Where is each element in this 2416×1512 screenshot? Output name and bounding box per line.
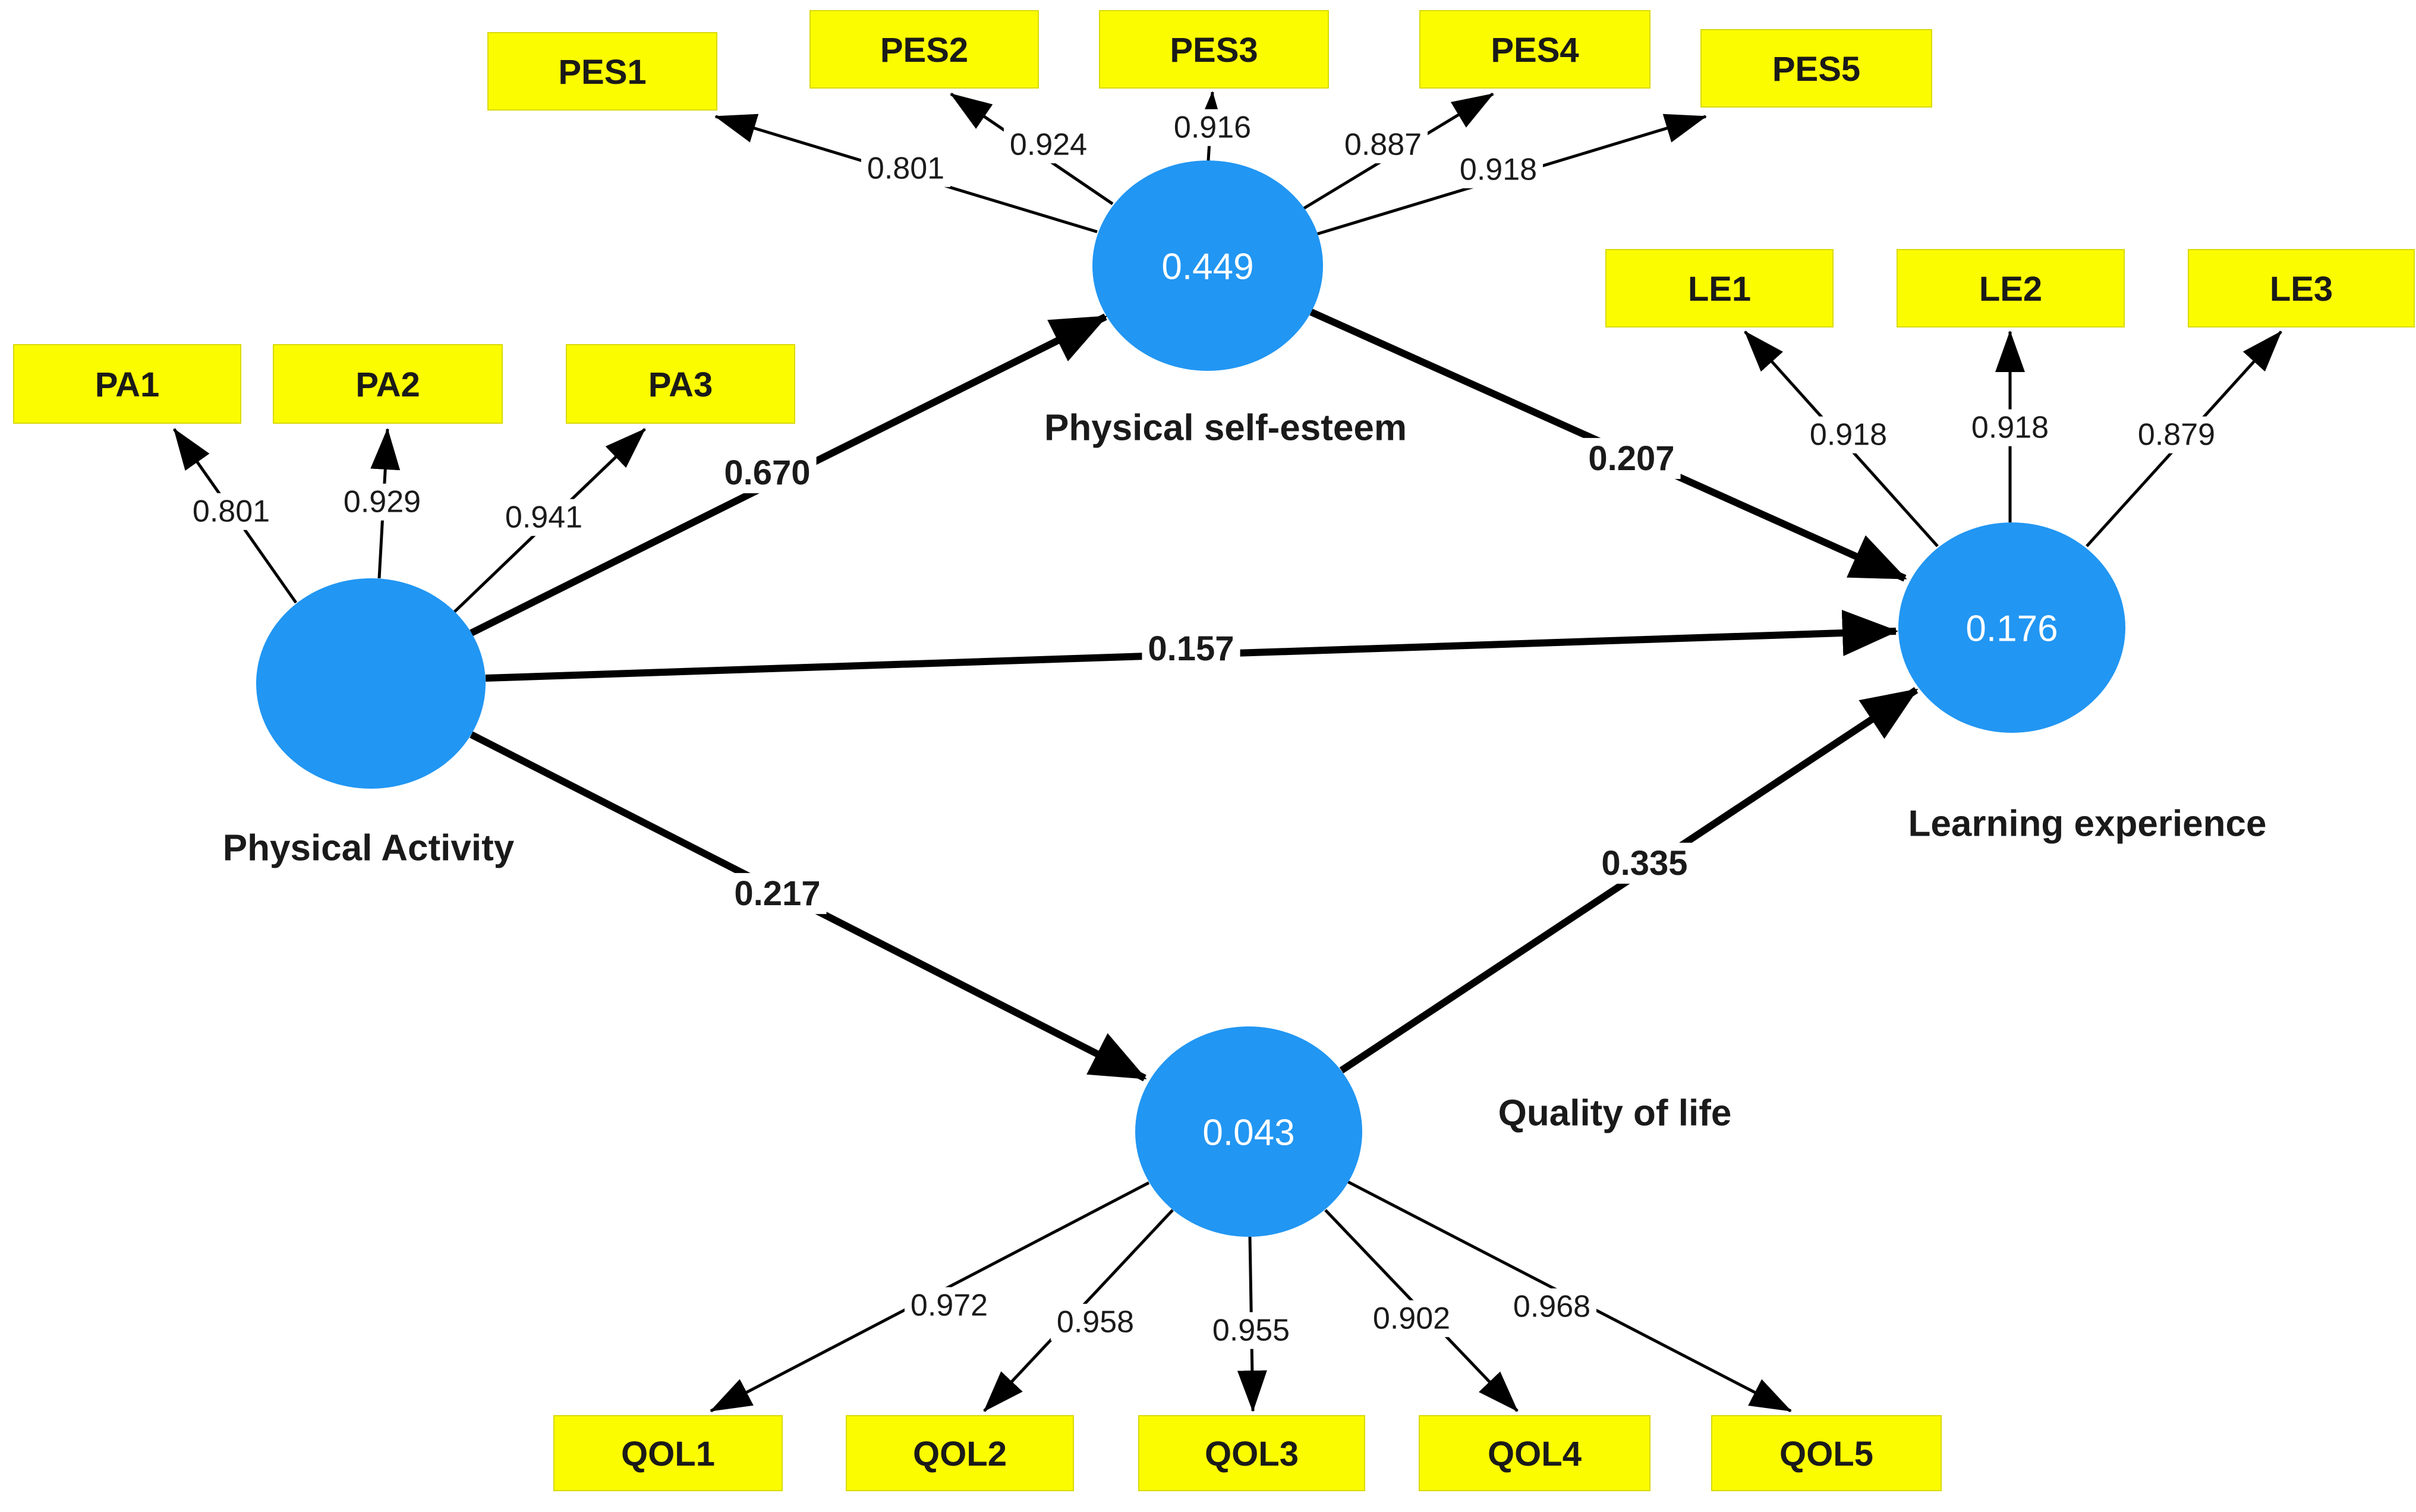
loading-value-QOL1: 0.972 xyxy=(911,1289,988,1323)
label-bg xyxy=(1142,628,1240,669)
indicator-box-LE2 xyxy=(1897,249,2125,327)
indicator-label-LE2: LE2 xyxy=(1979,270,2042,308)
loading-value-LE1: 0.918 xyxy=(1810,418,1887,452)
indicator-box-PES3 xyxy=(1099,10,1329,89)
indicator-label-QOL2: QOL2 xyxy=(913,1435,1007,1473)
r2-value-LE: 0.176 xyxy=(1965,608,2058,649)
path-coefficient-PA-LE: 0.157 xyxy=(1148,629,1234,668)
indicator-label-QOL1: QOL1 xyxy=(621,1435,715,1473)
construct-label-QOL: Quality of life xyxy=(1498,1092,1732,1133)
label-bg xyxy=(1206,1312,1296,1349)
indicator-box-PA2 xyxy=(273,344,503,424)
label-bg xyxy=(2131,416,2222,453)
label-bg xyxy=(499,499,589,536)
indicator-box-QOL3 xyxy=(1138,1415,1365,1491)
label-bg xyxy=(1167,109,1258,146)
label-bg xyxy=(186,493,276,530)
indicator-box-PES4 xyxy=(1419,10,1650,89)
label-bg xyxy=(1595,842,1694,884)
indicator-box-QOL2 xyxy=(846,1415,1074,1491)
path-coefficient-PA-QOL: 0.217 xyxy=(734,874,820,913)
indicator-label-PES2: PES2 xyxy=(880,31,968,70)
indicator-label-PA3: PA3 xyxy=(648,366,713,404)
r2-value-QOL: 0.043 xyxy=(1202,1112,1294,1153)
indicator-box-PA1 xyxy=(13,344,241,424)
loading-value-QOL4: 0.902 xyxy=(1373,1302,1450,1336)
indicator-box-PES5 xyxy=(1700,29,1932,108)
construct-ellipse-LE xyxy=(1898,522,2125,733)
loading-value-PA1: 0.801 xyxy=(193,494,270,529)
loading-value-PA2: 0.929 xyxy=(344,485,421,519)
construct-ellipse-PES xyxy=(1092,160,1323,371)
indicator-box-QOL5 xyxy=(1711,1415,1942,1491)
construct-ellipse-PA xyxy=(256,578,486,789)
loading-value-LE2: 0.918 xyxy=(1971,411,2049,445)
indicator-label-PA1: PA1 xyxy=(95,366,160,404)
r2-value-PES: 0.449 xyxy=(1161,246,1253,287)
indicator-label-PES5: PES5 xyxy=(1772,50,1860,89)
indicator-label-LE3: LE3 xyxy=(2270,270,2333,308)
path-coefficient-PA-PES: 0.670 xyxy=(724,453,810,492)
construct-ellipse-QOL xyxy=(1135,1026,1362,1237)
label-bg xyxy=(1507,1288,1597,1325)
construct-label-PES: Physical self-esteem xyxy=(1044,407,1407,448)
indicator-box-QOL4 xyxy=(1419,1415,1650,1491)
path-coefficient-PES-LE: 0.207 xyxy=(1588,439,1674,478)
indicator-label-PES1: PES1 xyxy=(558,53,646,92)
loading-value-LE3: 0.879 xyxy=(2138,418,2215,452)
construct-label-LE: Learning experience xyxy=(1908,803,2266,844)
label-bg xyxy=(1003,126,1094,163)
loading-value-PES1: 0.801 xyxy=(867,152,944,186)
label-bg xyxy=(861,150,951,187)
loading-value-QOL5: 0.968 xyxy=(1513,1290,1590,1324)
label-bg xyxy=(728,872,827,914)
loading-value-QOL2: 0.958 xyxy=(1057,1305,1134,1340)
label-bg xyxy=(1582,437,1681,479)
indicator-box-LE3 xyxy=(2188,249,2415,327)
indicator-box-PES1 xyxy=(487,32,717,111)
indicator-label-PA2: PA2 xyxy=(355,366,420,404)
loading-value-PA3: 0.941 xyxy=(505,500,582,535)
loading-value-QOL3: 0.955 xyxy=(1212,1313,1290,1348)
loading-value-PES5: 0.918 xyxy=(1460,153,1537,187)
indicator-box-PA3 xyxy=(566,344,795,424)
path-coefficient-QOL-LE: 0.335 xyxy=(1601,844,1687,883)
label-bg xyxy=(1338,126,1428,163)
indicator-label-QOL4: QOL4 xyxy=(1488,1435,1582,1473)
construct-label-PA: Physical Activity xyxy=(223,827,515,868)
label-bg xyxy=(1366,1300,1457,1337)
label-bg xyxy=(718,452,817,493)
loading-value-PES2: 0.924 xyxy=(1010,128,1087,162)
label-bg xyxy=(337,483,427,521)
loading-value-PES3: 0.916 xyxy=(1174,111,1251,145)
label-bg xyxy=(1050,1303,1141,1341)
indicator-box-LE1 xyxy=(1605,249,1834,327)
indicator-label-QOL5: QOL5 xyxy=(1779,1435,1873,1473)
label-bg xyxy=(1453,151,1544,188)
constructs xyxy=(256,160,2125,1237)
loading-value-PES4: 0.887 xyxy=(1344,128,1422,162)
label-bg xyxy=(1803,416,1894,453)
label-bg xyxy=(904,1287,994,1324)
indicator-box-PES2 xyxy=(809,10,1039,89)
indicator-label-PES3: PES3 xyxy=(1170,31,1258,70)
indicator-label-LE1: LE1 xyxy=(1688,270,1751,308)
edge-labels: 0.801 0.929 0.941 0.801 0.924 0.916 0.887 0.918… xyxy=(186,109,2222,1349)
label-bg xyxy=(1965,409,2055,446)
indicator-box-QOL1 xyxy=(553,1415,783,1491)
indicator-label-PES4: PES4 xyxy=(1491,31,1579,70)
indicator-label-QOL3: QOL3 xyxy=(1205,1435,1299,1473)
